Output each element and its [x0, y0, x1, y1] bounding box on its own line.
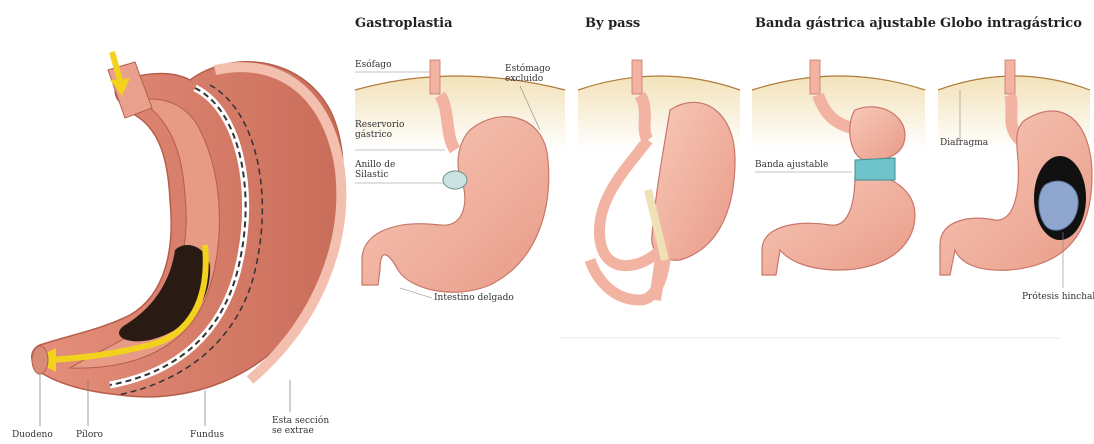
title-gastroplastia: Gastroplastia	[355, 16, 453, 31]
label-duodeno: Duodeno	[12, 430, 53, 440]
label-estomago-excluido: Estómago excluido	[505, 64, 557, 84]
label-banda-ajustable: Banda ajustable	[755, 160, 828, 170]
title-bypass: By pass	[585, 16, 640, 31]
duodenum-end	[32, 346, 48, 374]
label-anillo: Anillo de Silastic	[355, 160, 405, 180]
label-intestino: Intestino delgado	[434, 293, 514, 303]
label-reservorio: Reservorio gástrico	[355, 120, 415, 140]
label-esofago: Esófago	[355, 60, 391, 70]
label-fundus: Fundus	[190, 430, 224, 440]
anatomy-stomach	[32, 52, 344, 426]
label-piloro: Píloro	[76, 430, 103, 440]
label-seccion: Esta sección se extrae	[272, 416, 332, 436]
title-globo: Globo intragástrico	[940, 16, 1082, 31]
label-diafragma: Diafragma	[940, 138, 988, 148]
title-banda: Banda gástrica ajustable	[755, 16, 936, 31]
label-protesis: Prótesis hinchable	[1022, 292, 1094, 302]
